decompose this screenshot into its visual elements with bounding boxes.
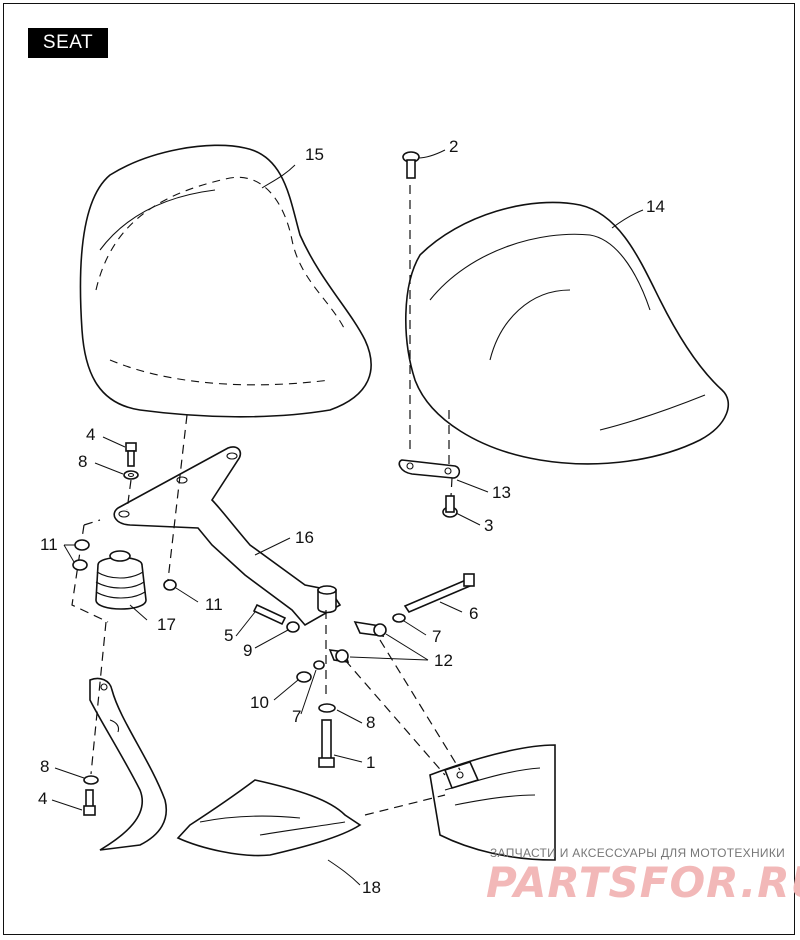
nut-10 [296,671,312,683]
screw-3 [442,495,458,518]
nut-11-right [163,579,177,591]
seat-spring [95,550,147,610]
callout-1: 1 [366,753,375,772]
watermark-tagline: ЗАПЧАСТИ И АКСЕССУАРЫ ДЛЯ МОТОТЕХНИКИ [490,846,786,860]
callout-14: 14 [646,197,665,216]
washer-8-center [318,703,336,713]
callout-15: 15 [305,145,324,164]
seat-hinge-plate [398,459,461,479]
callout-5: 5 [224,626,233,645]
washer-7-lower [313,660,325,670]
callout-8-lower: 8 [40,757,49,776]
frame-strut [89,677,167,851]
callout-10: 10 [250,693,269,712]
rod-end-12 [328,620,387,663]
bolt-5 [252,603,287,626]
callout-9: 9 [243,641,252,660]
callout-7-lower: 7 [292,707,301,726]
washer-8-lower [83,775,99,785]
callout-8-center: 8 [366,713,375,732]
callout-8-upper: 8 [78,452,87,471]
passenger-seat [405,201,730,465]
nut-11-left [72,539,90,571]
callout-7-upper: 7 [432,627,441,646]
screw-2 [402,151,420,179]
washer-8-upper [123,470,139,480]
callout-13: 13 [492,483,511,502]
callout-16: 16 [295,528,314,547]
callout-17: 17 [157,615,176,634]
washer-9 [286,621,300,633]
bolt-4-lower [83,789,96,816]
rider-seat [79,144,372,418]
bolt-1 [318,719,335,768]
bolt-6 [403,573,475,613]
washer-7-upper [392,613,406,623]
callout-4-upper: 4 [86,425,95,444]
callout-4-lower: 4 [38,789,47,808]
page-title: SEAT [28,28,108,58]
callout-3: 3 [484,516,493,535]
callout-18: 18 [362,878,381,897]
callout-2: 2 [449,137,458,156]
diagram-frame [3,3,795,935]
frame-rear-section [429,744,556,861]
rear-fender-bracket [176,779,362,857]
bolt-4-upper [125,442,137,467]
callout-12: 12 [434,651,453,670]
seat-bracket [113,446,342,627]
watermark-logo: PARTSFOR.RU [486,858,800,907]
callout-11-right: 11 [205,595,223,614]
callout-6: 6 [469,604,478,623]
callout-11-left: 11 [40,535,58,554]
